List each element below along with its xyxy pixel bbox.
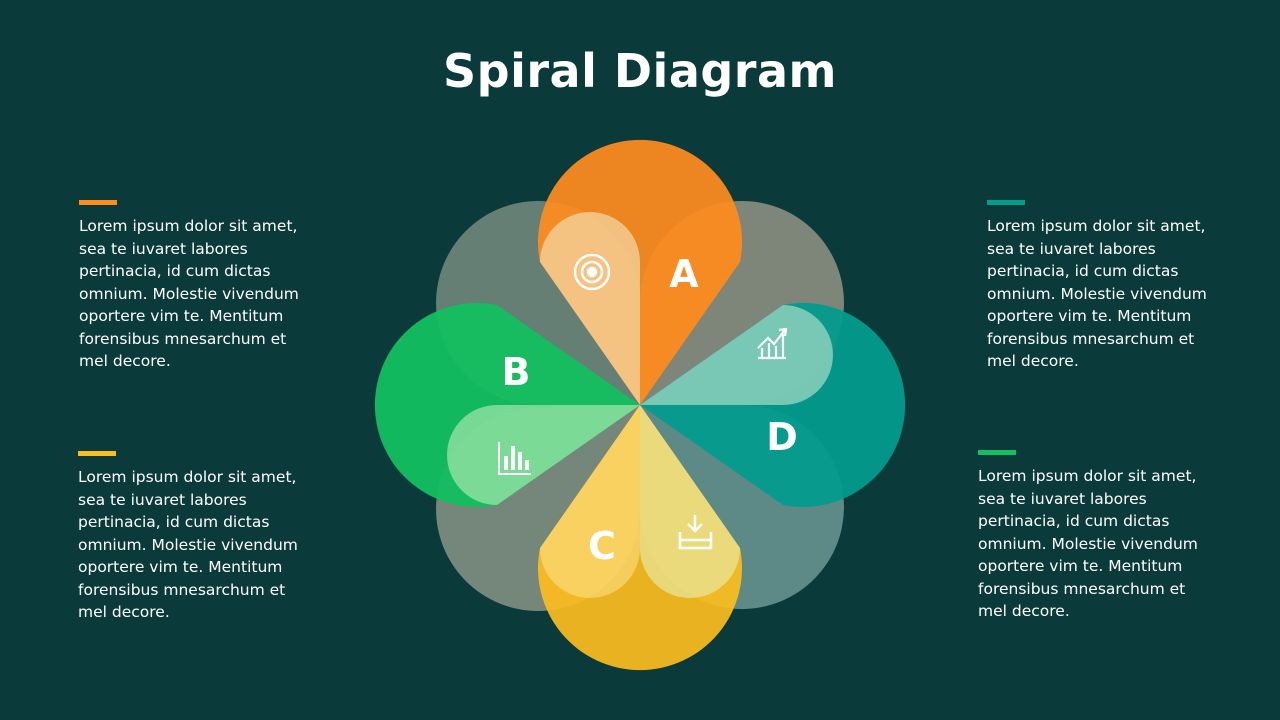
accent-bar-yellow	[78, 451, 116, 456]
text-block-bottom-left: Lorem ipsum dolor sit amet, sea te iuvar…	[78, 451, 318, 624]
segment-label-a: A	[669, 252, 699, 296]
accent-bar-green	[978, 450, 1016, 455]
text-block-top-left: Lorem ipsum dolor sit amet, sea te iuvar…	[79, 200, 319, 373]
growth-chart-icon	[757, 327, 788, 360]
segment-label-c: C	[588, 524, 616, 568]
text-block-top-right: Lorem ipsum dolor sit amet, sea te iuvar…	[987, 200, 1227, 373]
accent-bar-orange	[79, 200, 117, 205]
text-block-body: Lorem ipsum dolor sit amet, sea te iuvar…	[987, 217, 1207, 370]
page-title: Spiral Diagram	[443, 44, 837, 98]
download-icon	[678, 515, 713, 550]
segment-label-d: D	[766, 415, 798, 459]
text-block-body: Lorem ipsum dolor sit amet, sea te iuvar…	[78, 468, 298, 621]
text-block-body: Lorem ipsum dolor sit amet, sea te iuvar…	[79, 217, 299, 370]
segment-label-b: B	[502, 350, 531, 394]
lobe-bottom-left	[447, 405, 640, 505]
text-block-bottom-right: Lorem ipsum dolor sit amet, sea te iuvar…	[978, 450, 1218, 623]
lobe-bottom-right	[640, 405, 740, 598]
bar-chart-icon	[498, 442, 531, 475]
target-icon	[573, 253, 611, 291]
text-block-body: Lorem ipsum dolor sit amet, sea te iuvar…	[978, 467, 1198, 620]
lobe-c-highlight	[540, 405, 640, 598]
lobe-top-left	[540, 212, 640, 405]
accent-bar-teal	[987, 200, 1025, 205]
